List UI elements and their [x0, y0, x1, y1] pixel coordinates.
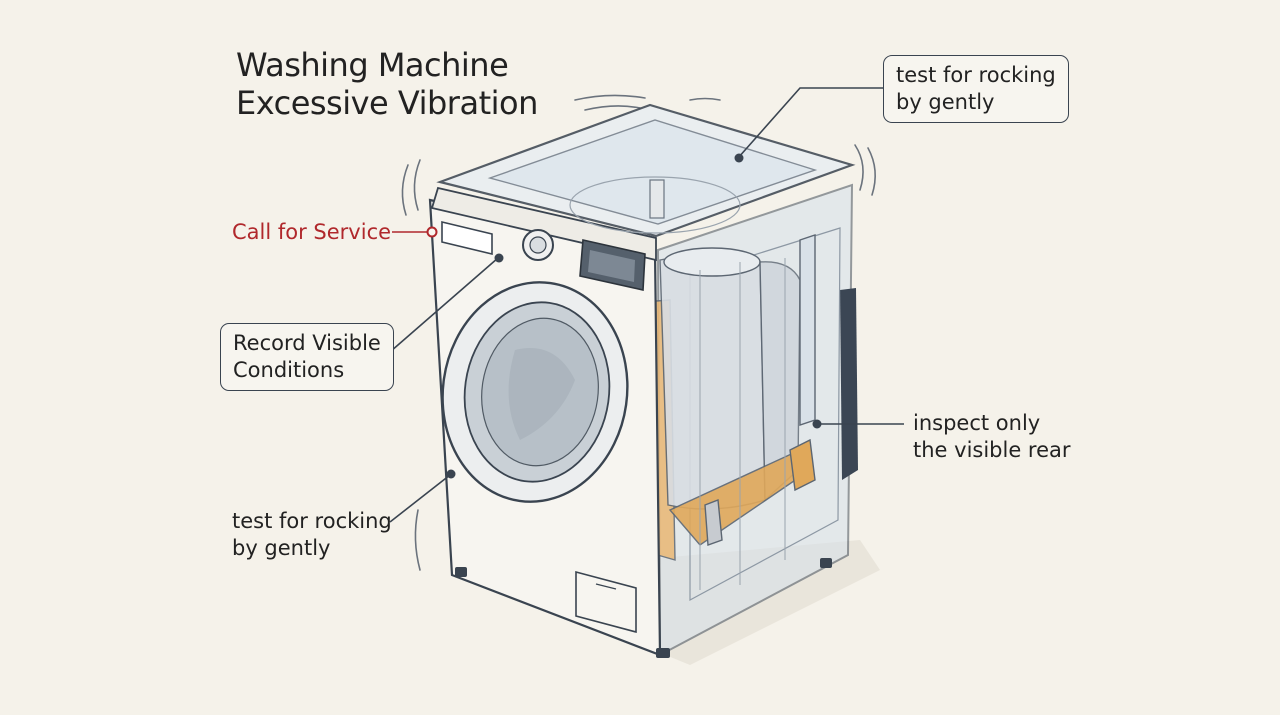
test-side-line-2: by gently — [232, 536, 331, 560]
feet — [455, 558, 832, 658]
door — [441, 281, 629, 503]
test-top-line-2: by gently — [896, 90, 995, 114]
callout-anchor-dots — [426, 153, 822, 479]
leader-test-side — [389, 474, 451, 523]
title-line-2: Excessive Vibration — [236, 84, 538, 122]
record-line-2: Conditions — [233, 358, 345, 382]
record-line-1: Record Visible — [233, 331, 381, 355]
anchor-dot-side — [446, 469, 456, 479]
diagram-title: Washing Machine Excessive Vibration — [236, 46, 538, 122]
test-top-line-1: test for rocking — [896, 63, 1056, 87]
leader-record-conditions — [382, 257, 499, 359]
test-for-rocking-side-label: test for rocking by gently — [232, 508, 392, 562]
test-for-rocking-top-callout: test for rocking by gently — [883, 55, 1069, 123]
test-side-line-1: test for rocking — [232, 509, 392, 533]
drain-panel — [575, 570, 637, 634]
title-line-1: Washing Machine — [236, 46, 509, 84]
anchor-dot-record — [494, 253, 504, 263]
call-for-service-label: Call for Service — [232, 220, 392, 244]
anchor-dot-top — [734, 153, 744, 163]
inspect-visible-rear-label: inspect only the visible rear — [913, 410, 1071, 464]
control-panel — [441, 220, 646, 291]
leader-test-top — [737, 87, 883, 159]
inspect-line-2: the visible rear — [913, 438, 1071, 462]
anchor-dot-service — [426, 226, 438, 238]
anchor-dot-rear — [812, 419, 822, 429]
inspect-line-1: inspect only — [913, 411, 1041, 435]
callout-leader-lines — [382, 87, 904, 523]
machine-top — [436, 103, 856, 238]
vibration-lines — [401, 94, 876, 571]
record-visible-conditions-callout: Record Visible Conditions — [220, 323, 394, 391]
